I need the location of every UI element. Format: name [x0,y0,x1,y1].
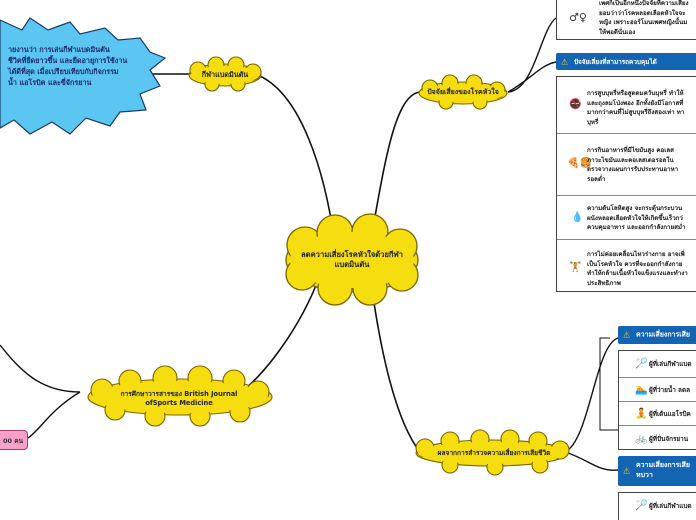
burst-line: น้ำ แอโรบิค และขี่จักรยาน [8,78,92,88]
item-text-line: ความดันโลหิตสูง จะกระตุ้นกระบวน [587,205,683,212]
burst-line: ได้ดีที่สุด เมื่อเปรียบเทียบกับกิจกรรม [8,67,119,77]
controllable-box: 🚭 การสูบบุหรี่หรือสูดดมควันบุหรี่ ทำให้ … [556,76,696,292]
list-item[interactable]: 🏋 การไม่ค่อยเคลื่อนไหวร่างกาย อาจเพิ่ เป… [557,239,696,293]
controllable-header[interactable]: ⚠ ปัจจัยเสี่ยงที่สามารถควบคุมได้ [556,53,696,70]
item-text-line: การสูบบุหรี่หรือสูดดมควันบุหรี่ ทำให้ [587,90,684,97]
list-item[interactable]: 🧘 ผู้ที่เต้นแอโรบิค [619,401,696,425]
risk-death-box: 🏸 ผู้ที่เล่นกีฬาแบด 🏊 ผู้ที่ว่ายน้ำ ลดล … [618,350,696,450]
gender-text-line: ยอมว่าว่าโรคหลอดเลือดหัวใจจะ [599,9,686,17]
list-item[interactable]: 🏸 ผู้ที่เล่นกีฬาแบด [619,493,696,519]
item-text-line: รอลต่ำ [587,175,606,183]
item-label: ผู้ที่เล่นกีฬาแบด [649,502,692,510]
list-item[interactable]: 🏸 ผู้ที่เล่นกีฬาแบด [619,351,696,377]
badminton-icon: 🏸 [635,500,648,512]
controllable-header-label: ปัจจัยเสี่ยงที่สามารถควบคุมได้ [574,57,657,66]
warning-icon: ⚠ [623,330,631,340]
item-text-line: ควบคุมอาหาร และออกกำลังกายสม่ำ [587,224,686,232]
central-topic[interactable]: ลดความเสี่ยงโรคหัวใจด้วยกีฬาแบดมินตัน [301,250,403,270]
branch-survey-results[interactable]: ผลจากการสำรวจความเสี่ยงการเสียชีวิต [437,449,551,457]
burst-shape [0,17,167,135]
branch-badminton[interactable]: กีฬาแบดมินตัน [201,70,249,79]
gender-text-line: หญิง เพราะฮอร์โมนเพศหญิงนั้นม [599,19,688,27]
gender-icon: ♂♀ [569,11,587,24]
risk-heart-header-line: หบวา [636,470,653,479]
item-text-line: การกินอาหารที่มีไขมันสูง คอเลส [587,147,674,154]
item-text-line: เป็นโรคหัวใจ ควรที่จะออกกำลังกาย [587,260,683,268]
blood-drop-icon: 💧 [571,212,584,223]
gender-box[interactable]: ♂♀ เพศก็เป็นอีกหนึ่งปัจจัยที่ความเสี่ยง … [556,0,696,40]
exercise-icon: 🏋 [569,262,582,273]
branch-study[interactable]: การศึกษาวารสารของ British Journal ofSpor… [120,390,238,407]
pink-note-text: 00 คน [3,437,24,445]
item-label: ผู้ที่ปั่นจักรยาน [649,434,689,443]
gender-text-line: เพศก็เป็นอีกหนึ่งปัจจัยที่ความเสี่ยง [599,0,689,7]
item-text-line: บุหรี่ [587,118,599,126]
item-text-line: ประสิทธิภาพ [587,279,621,287]
cloud-risk-factors [418,74,508,110]
cycling-icon: 🚲 [635,433,648,444]
cloud-study [87,365,273,427]
list-item[interactable]: 🚲 ผู้ที่ปั่นจักรยาน [619,425,696,451]
risk-death-header[interactable]: ⚠ ความเสี่ยงการเสีย [618,326,696,344]
swimming-icon: 🏊 [635,384,648,395]
connector-study [239,274,321,393]
burst-line: ชีวิตที่ยืดยาวขึ้น และยืดอายุการใช้งาน [8,56,128,66]
list-item[interactable]: 🍕🍔 การกินอาหารที่มีไขมันสูง คอเลส ภาวะไข… [557,133,696,195]
risk-death-header-label: ความเสี่ยงการเสีย [636,330,691,339]
fast-food-icon: 🍕🍔 [567,158,592,169]
burst-line: ายงานว่า การเล่นกีฬาแบดมินตัน [8,45,110,54]
branch-risk-factors[interactable]: ปัจจัยเสี่ยงของโรคหัวใจ [427,88,499,96]
cloud-central [285,213,419,306]
item-text-line: และถุงลมโป่งพอง อีกทั้งยังมีโอกาสที่ [587,99,684,107]
risk-heart-box: 🏸 ผู้ที่เล่นกีฬาแบด [618,492,696,520]
item-label: ผู้ที่เล่นกีฬาแบด [649,360,692,368]
item-label: ผู้ที่ว่ายน้ำ ลดล [649,385,691,394]
badminton-icon: 🏸 [635,358,648,370]
gender-text-line: ให้พอดีนั่นเอง [599,28,636,36]
cloud-survey [415,429,570,476]
warning-icon: ⚠ [623,466,631,476]
item-text-line: ผนังหลอดเลือดหัวใจให้เกิดขึ้นเร็วกว่ [587,214,683,222]
list-item[interactable]: 🚭 การสูบบุหรี่หรือสูดดมควันบุหรี่ ทำให้ … [557,77,696,133]
list-item[interactable]: 🏊 ผู้ที่ว่ายน้ำ ลดล [619,377,696,401]
item-text-line: ทำให้กล้ามเนื้อหัวใจแข็งแรงและทำงา [587,270,688,278]
burst-text: ายงานว่า การเล่นกีฬาแบดมินตัน ชีวิตที่ยื… [8,44,127,89]
list-item[interactable]: 💧 ความดันโลหิตสูง จะกระตุ้นกระบวน ผนังหล… [557,195,696,239]
pink-note[interactable]: 00 คน [0,430,28,450]
no-smoking-icon: 🚭 [569,99,582,110]
item-text-line: มากกว่าคนที่ไม่สูบบุหรี่ถึงสองเท่า ทา [587,109,685,117]
risk-heart-header[interactable]: ⚠ ความเสี่ยงการเสีย หบวา [618,456,696,486]
aerobics-icon: 🧘 [635,408,648,419]
item-text-line: การไม่ค่อยเคลื่อนไหวร่างกาย อาจเพิ่ [587,251,685,258]
risk-heart-header-line: ความเสี่ยงการเสีย [636,461,691,469]
item-text-line: ตรวจวางแผนการรับประทานอาหา [587,166,679,174]
cloud-badminton [188,56,262,92]
connector-badminton [190,73,336,246]
warning-icon: ⚠ [561,57,569,66]
item-label: ผู้ที่เต้นแอโรบิค [649,409,691,418]
item-text-line: ภาวะไขมันและคอเลสเตอรอลใน [587,156,674,164]
